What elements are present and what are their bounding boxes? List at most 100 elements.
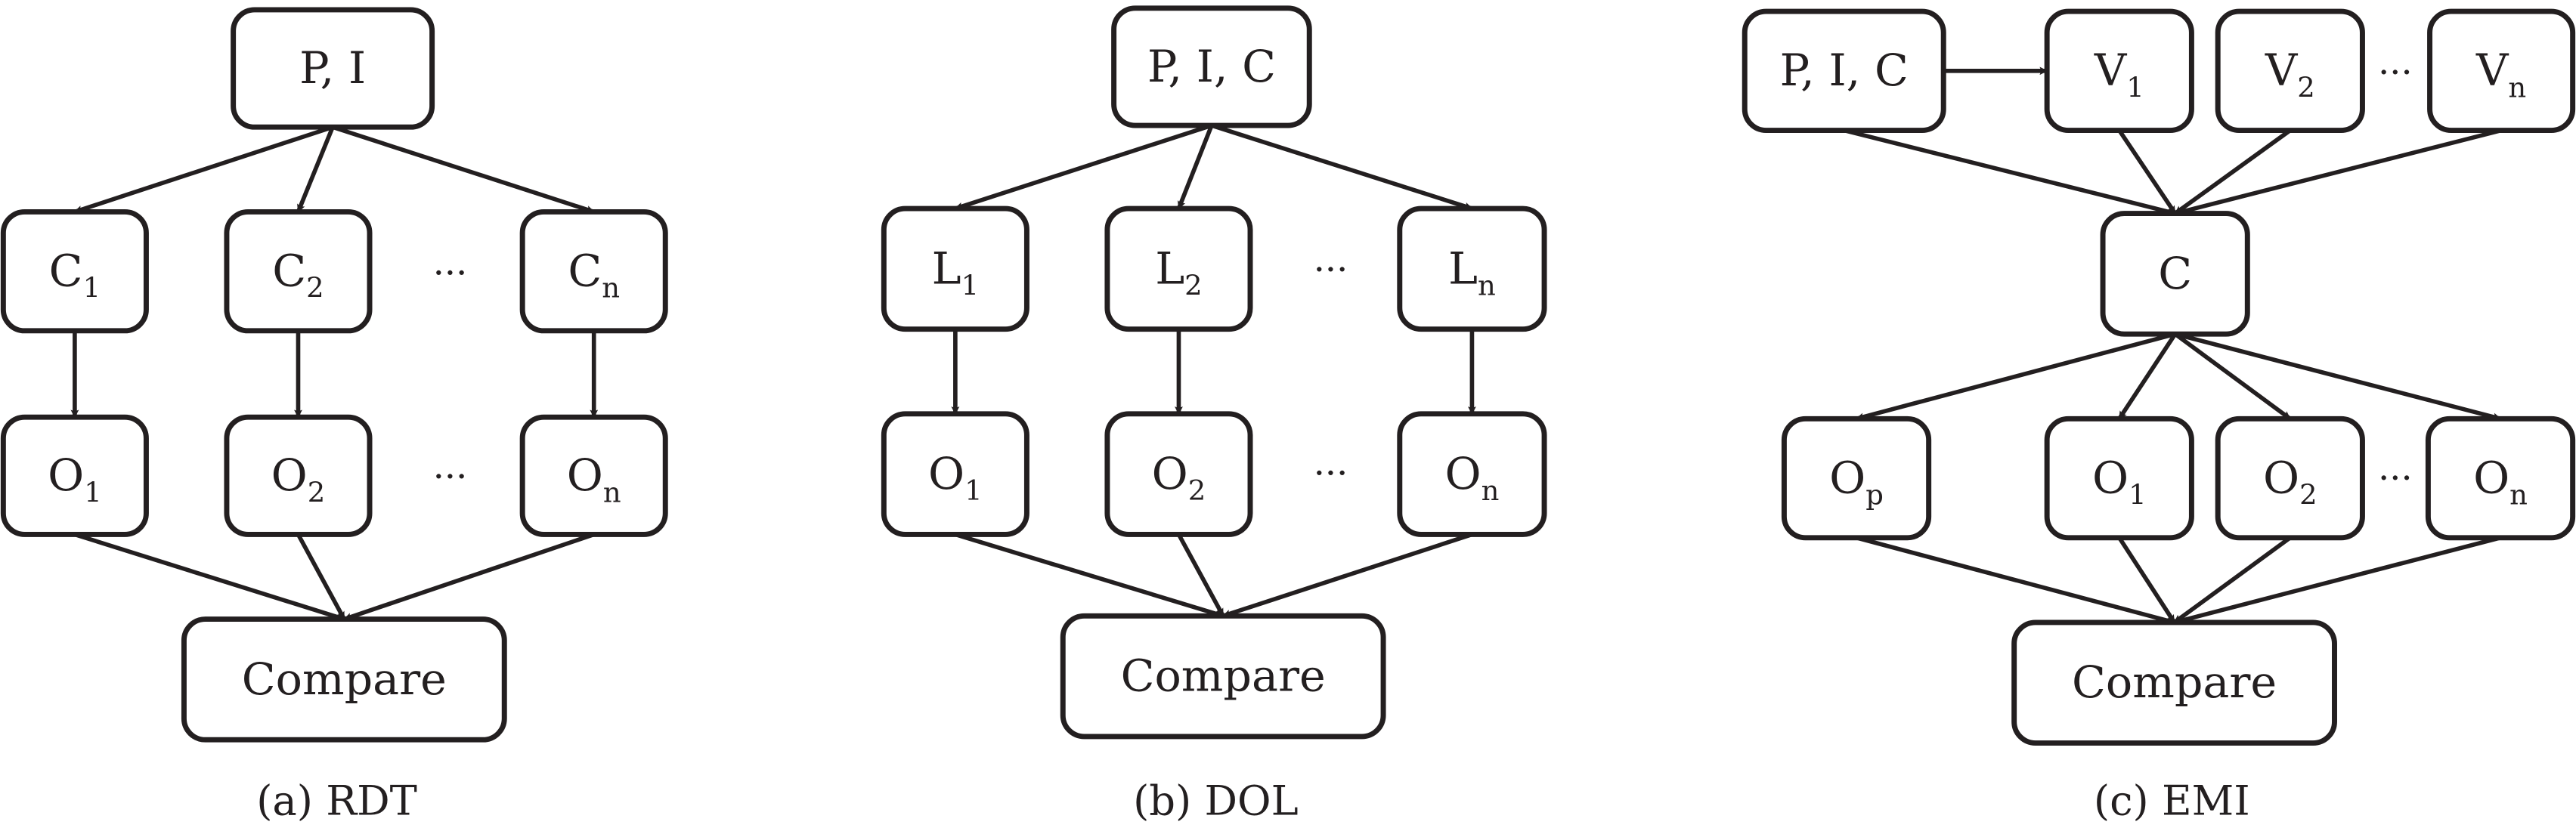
node-label: Vn — [2475, 45, 2526, 103]
node-emi-vn: Vn — [2427, 8, 2576, 133]
node-box — [1742, 8, 1946, 133]
node-emi-op: Op — [1781, 416, 1932, 541]
node-label-main: O — [2092, 453, 2129, 504]
node-label: On — [2473, 453, 2528, 511]
node-dol-ln: Ln — [1397, 205, 1547, 332]
node-label: L2 — [1155, 243, 1202, 302]
edge-pi-to-c2 — [296, 126, 335, 213]
node-box — [1060, 613, 1386, 740]
node-label-main: O — [1444, 448, 1481, 499]
caption-emi: (c) EMI — [2094, 777, 2250, 825]
caption-rdt: (a) RDT — [256, 777, 417, 825]
node-label-subscript: n — [602, 272, 620, 304]
edge-v2-to-c — [2174, 128, 2292, 215]
node-box — [1781, 416, 1932, 541]
node-emi-on: On — [2425, 416, 2576, 541]
edge-c-to-o2 — [2173, 332, 2292, 421]
node-label: On — [1444, 448, 1499, 507]
node-label: Compare — [242, 653, 447, 705]
node-box — [2044, 416, 2194, 541]
node-label-subscript: p — [1865, 479, 1884, 511]
edge-c-to-on — [2174, 332, 2502, 422]
node-rdt-c2: C2 — [224, 209, 373, 334]
node-box — [1397, 411, 1547, 537]
node-label-main: Compare — [242, 653, 447, 705]
node-label: C1 — [49, 246, 101, 304]
node-box — [181, 616, 507, 743]
node-rdt-cn: Cn — [519, 209, 668, 334]
node-dol-on: On — [1397, 411, 1547, 537]
node-box — [2427, 8, 2576, 133]
node-label-subscript: 1 — [964, 474, 983, 507]
node-label-subscript: 1 — [2126, 71, 2144, 103]
node-box — [519, 209, 668, 334]
node-label: P, I — [299, 42, 366, 94]
node-label-subscript: 2 — [1188, 474, 1206, 507]
node-label-main: P, I, C — [1780, 45, 1909, 96]
ellipsis-emi: ··· — [2378, 52, 2413, 94]
node-box — [224, 414, 373, 537]
node-rdt-pi: P, I — [231, 7, 435, 130]
node-label-subscript: n — [1482, 474, 1500, 507]
ellipsis-dol: ··· — [1314, 249, 1348, 291]
node-rdt-o1: O1 — [0, 414, 149, 537]
node-label: P, I, C — [1780, 45, 1909, 96]
node-label-main: Compare — [2072, 656, 2277, 708]
node-label-main: O — [567, 449, 603, 501]
edges-layer — [70, 66, 2502, 625]
node-box — [231, 7, 435, 130]
node-label-subscript: n — [603, 476, 621, 508]
node-label-main: C — [49, 246, 83, 297]
node-dol-pic: P, I, C — [1111, 5, 1312, 128]
node-label-subscript: 1 — [83, 272, 101, 304]
node-box — [1104, 205, 1253, 332]
node-emi-pic: P, I, C — [1742, 8, 1946, 133]
node-label-main: P, I, C — [1147, 41, 1276, 92]
node-label-subscript: n — [1478, 270, 1496, 302]
edge-c-to-op — [1855, 332, 2176, 422]
edge-pic-to-c — [1844, 128, 2176, 216]
node-rdt-on: On — [519, 414, 668, 537]
node-emi-cmp: Compare — [2011, 619, 2337, 746]
edge-o1-to-cmp — [74, 532, 345, 622]
node-label: Cn — [568, 246, 620, 304]
node-label-subscript: 2 — [2297, 71, 2315, 103]
node-label-subscript: 2 — [306, 272, 324, 304]
node-box — [2011, 619, 2337, 746]
edge-on-to-cmp — [343, 532, 595, 622]
edges-rdt — [70, 125, 599, 622]
edge-pi-to-c1 — [73, 125, 334, 215]
edge-o2-to-cmp — [296, 533, 346, 620]
edge-o2-to-cmp — [2172, 536, 2292, 625]
node-label-main: C — [272, 246, 306, 297]
node-label-main: O — [1152, 448, 1188, 499]
node-label-main: O — [271, 449, 308, 501]
node-box — [1111, 5, 1312, 128]
node-label-subscript: n — [2508, 71, 2526, 103]
node-label-main: L — [932, 243, 961, 295]
node-emi-v2: V2 — [2215, 8, 2365, 133]
node-label: O1 — [928, 448, 983, 507]
node-dol-l1: L1 — [881, 205, 1029, 332]
edge-pic-to-l2 — [1176, 125, 1214, 210]
node-box — [881, 205, 1029, 332]
node-label: Op — [1829, 453, 1884, 511]
node-label-main: L — [1448, 243, 1478, 295]
node-label-main: O — [48, 449, 84, 501]
node-label: O2 — [1152, 448, 1206, 507]
node-box — [0, 209, 149, 334]
node-label-main: V — [2094, 45, 2128, 96]
node-emi-c: C — [2100, 211, 2250, 337]
node-dol-cmp: Compare — [1060, 613, 1386, 740]
node-emi-o1: O1 — [2044, 416, 2194, 541]
node-box — [2215, 8, 2365, 133]
node-label: C — [2158, 248, 2192, 299]
node-label-subscript: 1 — [2129, 479, 2147, 511]
node-label-main: C — [568, 246, 602, 297]
node-dol-l2: L2 — [1104, 205, 1253, 332]
edge-o1-to-cmp — [2117, 536, 2176, 624]
node-label: O2 — [271, 449, 326, 508]
